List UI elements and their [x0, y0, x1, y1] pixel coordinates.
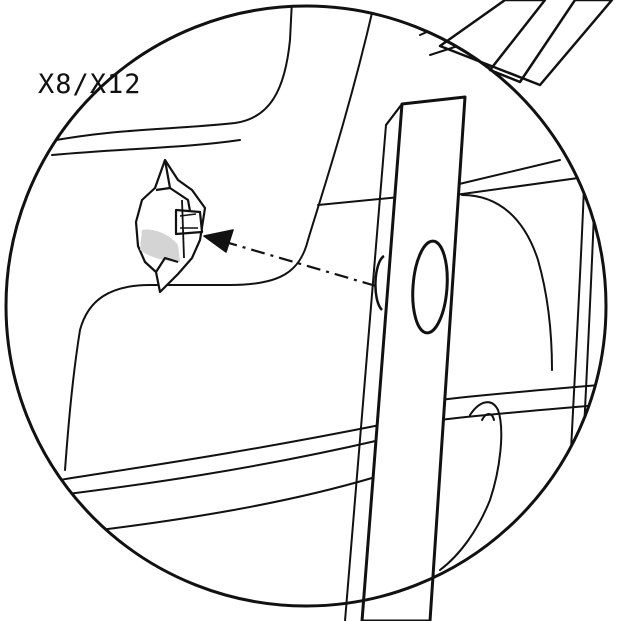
- dash-dot-arrow-icon: [203, 229, 377, 288]
- mounting-hole: [411, 239, 449, 335]
- magnifier-border: [4, 4, 608, 608]
- push-pin-clip-icon: [134, 158, 207, 294]
- vertical-strip: [344, 95, 467, 621]
- clip-slot: [374, 254, 385, 311]
- bracket-tab: [438, 0, 614, 87]
- part-label: X8/X12: [38, 69, 142, 100]
